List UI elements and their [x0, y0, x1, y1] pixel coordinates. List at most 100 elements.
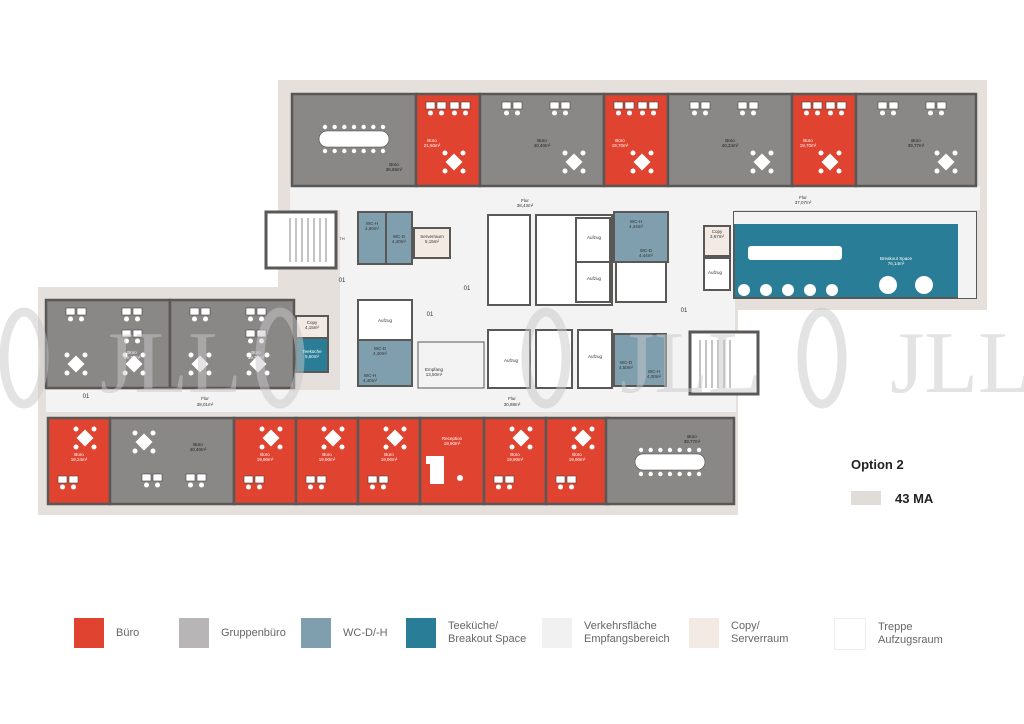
- watermark-text-1: JLL: [100, 315, 242, 412]
- room-area: 19,90m²: [319, 457, 336, 462]
- lift-label-4: Aufzug: [504, 358, 519, 363]
- bottom-rooms: Büro19,24m²Büro40,40m²Büro19,90m²Büro19,…: [46, 416, 736, 506]
- legend-item-teekueche: Teeküche/Breakout Space: [406, 618, 526, 648]
- breakout-area: 76,14m²: [888, 261, 905, 266]
- watermark-text-3: JLL: [890, 315, 1024, 412]
- room-area: 19,90m²: [444, 441, 461, 446]
- wc-d-3: [357, 339, 413, 387]
- server-room: [413, 227, 451, 259]
- wc-d-2-label: WC-D: [640, 248, 653, 253]
- room-area: 19,24m²: [71, 457, 88, 462]
- marker-2: 01: [464, 286, 471, 292]
- room-name: Büro: [322, 452, 332, 457]
- option-count: 43 MA: [895, 491, 934, 506]
- wc-h-1: [357, 211, 387, 265]
- lift-label-5: Aufzug: [588, 354, 603, 359]
- room-area: 21,50m²: [424, 143, 441, 148]
- legend-swatch: [689, 618, 719, 648]
- wc-d-4-label: WC-D: [620, 360, 633, 365]
- copy-2-label: Copy: [307, 320, 318, 325]
- empfang: [417, 341, 485, 389]
- breakout-furniture: [738, 246, 933, 296]
- legend-swatch: [406, 618, 436, 648]
- wc-h-1-area: 4,60m²: [365, 226, 380, 231]
- legend-label: Copy/Serverraum: [731, 620, 789, 645]
- room-area: 19,90m²: [381, 457, 398, 462]
- room-area: 19,70m²: [800, 143, 817, 148]
- server-area: 5,15m²: [425, 239, 440, 244]
- legend-item-wc: WC-D/-H: [301, 618, 388, 648]
- marker-5: 01: [83, 394, 90, 400]
- server-label: Serverraum: [420, 234, 444, 239]
- wc-d-3-label: WC-D: [374, 346, 387, 351]
- flur-top-left-area: 38,43m²: [517, 203, 534, 208]
- wc-h-3-label: WC-H: [364, 373, 376, 378]
- breakout-space: [733, 211, 977, 299]
- room-name: Büro: [260, 452, 270, 457]
- service-rooms: [295, 211, 977, 389]
- room-name: Büro: [74, 452, 84, 457]
- wc-h-4-area: 4,30m²: [647, 374, 662, 379]
- option-title: Option 2: [851, 457, 904, 472]
- room-name: Büro: [389, 162, 399, 167]
- legend-label: Teeküche/Breakout Space: [448, 620, 527, 645]
- room-name: Büro: [572, 452, 582, 457]
- copy-1-area: 3,67m²: [710, 234, 725, 239]
- legend-item-gruppenbuero: Gruppenbüro: [179, 618, 286, 648]
- teekueche-small-area: 5,60m²: [305, 354, 320, 359]
- room-area: 40,40m²: [534, 143, 551, 148]
- room-area: 19,90m²: [507, 457, 524, 462]
- room-name: Büro: [427, 138, 437, 143]
- room-area: 19,70m²: [612, 143, 629, 148]
- room-area: 36,65m²: [386, 167, 403, 172]
- room-name: Büro: [537, 138, 547, 143]
- marker-4: 01: [681, 308, 688, 314]
- wc-d-4: [613, 333, 667, 387]
- staircase-left: [264, 210, 338, 270]
- wc-d-1: [385, 211, 413, 265]
- staircase-right: [688, 330, 760, 396]
- flur-bottom-area: 30,88m²: [504, 402, 521, 407]
- lift-label-2: Aufzug: [587, 276, 602, 281]
- room-name: Büro: [911, 138, 921, 143]
- room-name: Büro: [510, 452, 520, 457]
- room-name: Büro: [193, 442, 203, 447]
- jll-watermark: JLL JLL JLL: [0, 307, 1024, 412]
- room-name: Büro: [803, 138, 813, 143]
- wc-d-2-area: 4,44m²: [639, 253, 654, 258]
- copy-2-area: 4,15m²: [305, 325, 320, 330]
- legend-swatch: [179, 618, 209, 648]
- breakout-counter-side: [958, 212, 976, 298]
- room-name: Büro: [687, 434, 697, 439]
- room-name: Büro: [127, 350, 137, 355]
- copy-1-label: Copy: [712, 229, 723, 234]
- room-area: 39,77m²: [684, 439, 701, 444]
- marker-3: 01: [427, 312, 434, 318]
- flur-mid-area: 38,01m²: [197, 402, 214, 407]
- lift-label-3: Aufzug: [708, 270, 723, 275]
- room-area: 39,70m²: [124, 355, 141, 360]
- option-swatch: [851, 491, 881, 505]
- copy-1: [703, 225, 731, 257]
- wc-h-4-label: WC-H: [648, 369, 660, 374]
- wc-d-1-area: 4,40m²: [392, 239, 407, 244]
- legend-swatch: [542, 618, 572, 648]
- wc-h-2: [613, 211, 669, 263]
